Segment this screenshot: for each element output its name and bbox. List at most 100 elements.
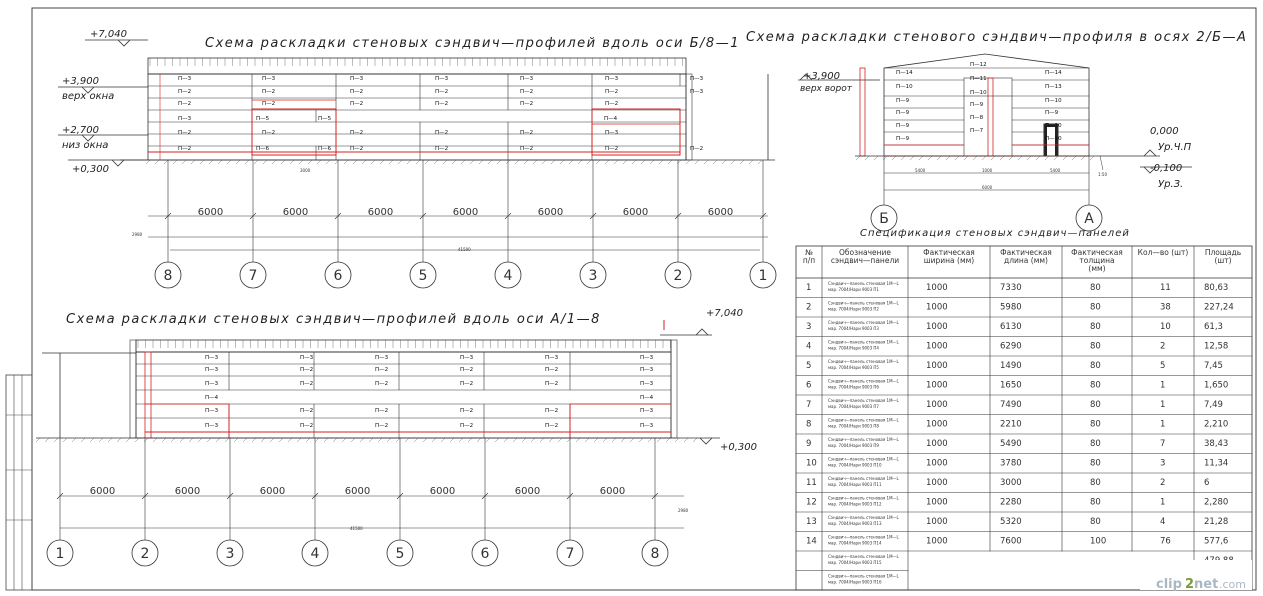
level-minus: -0,100 xyxy=(1150,163,1182,174)
panel-label: П—10 xyxy=(1045,136,1062,142)
axis-circle xyxy=(556,539,584,567)
level-top-bottom: +7,040 xyxy=(706,308,743,319)
level-gate-top: +3,900 xyxy=(803,71,840,82)
panel-label: П—3 xyxy=(690,76,704,82)
axis-label: 2 xyxy=(141,546,150,562)
spec-cell-number: 9 xyxy=(806,439,811,449)
spec-cell-area: 577,6 xyxy=(1204,537,1228,547)
panel-label: П—9 xyxy=(970,102,984,108)
panel-label: П—4 xyxy=(640,395,654,401)
spec-cell-designation: мар. 7004/Нари 9003 П5 xyxy=(828,365,879,370)
span-dimension: 6000 xyxy=(453,207,478,218)
spec-cell-number: 3 xyxy=(806,322,811,332)
spec-cell-designation: Сэндвич—панель стеновая 1М—L xyxy=(828,418,900,423)
spec-cell-designation: Сэндвич—панель стеновая 1М—L xyxy=(828,457,900,462)
spec-cell-area: 7,45 xyxy=(1204,361,1223,371)
axis-label: 4 xyxy=(504,268,513,284)
spec-cell-designation: мар. 7004/Нари 9003 П15 xyxy=(828,560,882,565)
title-stamp-side xyxy=(5,374,33,591)
panel-label: П—2 xyxy=(300,408,313,414)
panel-label: П—2 xyxy=(520,89,533,95)
spec-cell-designation: мар. 7004/Нари 9003 П12 xyxy=(828,502,882,507)
spec-cell-designation: Сэндвич—панель стеновая 1М—L xyxy=(828,379,900,384)
panel-label: П—2 xyxy=(262,130,275,136)
panel-label: П—9 xyxy=(1045,110,1059,116)
title-elevation-b: Схема раскладки стеновых сэндвич—профиле… xyxy=(205,36,740,51)
axis-label: 7 xyxy=(249,268,258,284)
spec-cell-length: 3000 xyxy=(1000,478,1022,488)
panel-label: П—3 xyxy=(178,76,192,82)
axis-circle xyxy=(386,539,414,567)
spec-cell-length: 7600 xyxy=(1000,537,1022,547)
spec-cell-width: 1000 xyxy=(926,400,948,410)
axis-label: 1 xyxy=(56,546,65,562)
spec-cell-designation: Сэндвич—панель стеновая 1М—L xyxy=(828,496,900,501)
panel-label: П—2 xyxy=(178,101,191,107)
small-dim-1: 2980 xyxy=(132,232,143,237)
panel-label: П—2 xyxy=(375,367,388,373)
spec-cell-designation: Сэндвич—панель стеновая 1М—L xyxy=(828,476,900,481)
panel-label: П—6 xyxy=(256,146,270,152)
spec-cell-length: 7490 xyxy=(1000,400,1022,410)
spec-cell-thickness: 80 xyxy=(1090,361,1101,371)
panel-label: П—5 xyxy=(256,116,270,122)
panel-label: П—3 xyxy=(375,355,389,361)
panel-label: П—7 xyxy=(970,128,984,134)
panel-label: П—3 xyxy=(435,76,449,82)
panel-label: П—5 xyxy=(318,116,332,122)
panel-label: П—2 xyxy=(460,408,473,414)
panel-label: П—2 xyxy=(605,101,618,107)
panel-label: П—3 xyxy=(640,408,654,414)
spec-cell-quantity: 11 xyxy=(1160,283,1171,293)
spec-cell-length: 6130 xyxy=(1000,322,1022,332)
panel-label: П—2 xyxy=(520,146,533,152)
label-gate-top: верх ворот xyxy=(800,84,853,94)
spec-cell-area: 61,3 xyxy=(1204,322,1223,332)
panel-label: П—2 xyxy=(545,423,558,429)
spec-cell-area: 7,49 xyxy=(1204,400,1223,410)
panel-label: П—2 xyxy=(375,408,388,414)
span-dimension: 6000 xyxy=(260,486,285,497)
panel-label: П—3 xyxy=(605,76,619,82)
spec-cell-width: 1000 xyxy=(926,517,948,527)
spec-header: Кол—во (шт) xyxy=(1138,248,1189,257)
spec-cell-area: 11,34 xyxy=(1204,459,1228,469)
spec-cell-designation: мар. 7004/Нари 9003 П2 xyxy=(828,307,879,312)
panel-label: П—3 xyxy=(520,76,534,82)
spec-cell-length: 7330 xyxy=(1000,283,1022,293)
panel-label: П—2 xyxy=(435,130,448,136)
panel-label: П—2 xyxy=(350,89,363,95)
spec-cell-quantity: 7 xyxy=(1160,439,1165,449)
panel-label: П—3 xyxy=(640,355,654,361)
spec-cell-number: 13 xyxy=(806,517,817,527)
spec-cell-width: 1000 xyxy=(926,303,948,313)
spec-cell-width: 1000 xyxy=(926,342,948,352)
spec-cell-area: 227,24 xyxy=(1204,303,1234,313)
span-dimension: 6000 xyxy=(538,207,563,218)
spec-cell-quantity: 10 xyxy=(1160,322,1171,332)
panel-label: П—2 xyxy=(435,146,448,152)
spec-cell-area: 2,210 xyxy=(1204,420,1228,430)
spec-cell-width: 1000 xyxy=(926,322,948,332)
panel-label: П—2 xyxy=(350,101,363,107)
spec-cell-quantity: 4 xyxy=(1160,517,1165,527)
spec-cell-thickness: 80 xyxy=(1090,400,1101,410)
spec-cell-area: 12,58 xyxy=(1204,342,1228,352)
panel-label: П—2 xyxy=(350,146,363,152)
panel-label: П—6 xyxy=(318,146,332,152)
dim-mid: 1000 xyxy=(982,168,993,173)
panel-label: П—10 xyxy=(970,90,987,96)
panel-label: П—2 xyxy=(545,381,558,387)
panel-label: П—3 xyxy=(205,408,219,414)
spec-cell-number: 11 xyxy=(806,478,817,488)
spec-cell-designation: Сэндвич—панель стеновая 1М—L xyxy=(828,515,900,520)
axis-circle xyxy=(409,261,437,289)
spec-cell-designation: мар. 7004/Нари 9003 П10 xyxy=(828,463,882,468)
panel-label: П—2 xyxy=(300,381,313,387)
watermark-com: .com xyxy=(1219,578,1246,591)
